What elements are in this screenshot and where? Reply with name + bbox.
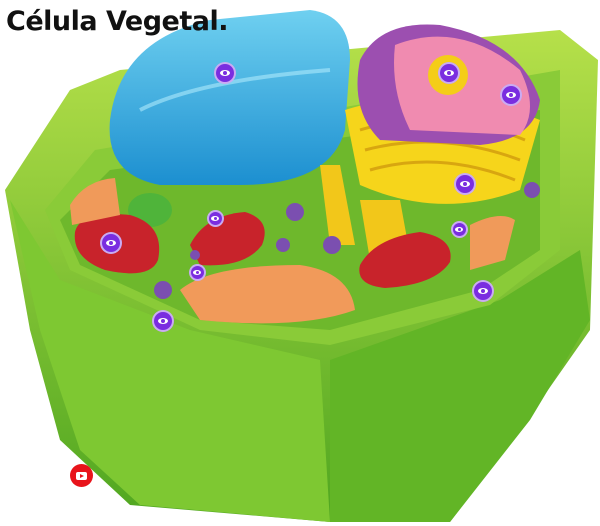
eye-icon bbox=[460, 181, 470, 187]
smooth-er bbox=[180, 265, 355, 324]
eye-icon bbox=[506, 92, 516, 98]
video-button[interactable] bbox=[70, 464, 93, 487]
eye-icon bbox=[158, 318, 168, 324]
vesicles bbox=[154, 182, 540, 299]
eye-icon bbox=[444, 70, 454, 76]
golgi-hotspot[interactable] bbox=[454, 173, 476, 195]
cell-wall-front-right bbox=[330, 250, 590, 522]
mitochondria-hotspot[interactable] bbox=[100, 232, 122, 254]
eye-icon bbox=[193, 269, 201, 275]
cell-wall-front-left bbox=[10, 200, 330, 522]
mitochondrion-3 bbox=[359, 232, 451, 288]
mitochondrion-2 bbox=[190, 212, 265, 266]
eye-icon bbox=[211, 215, 219, 221]
cytoplasm-hotspot[interactable] bbox=[188, 263, 206, 281]
vesicle-hotspot[interactable] bbox=[206, 209, 224, 227]
cell-wall-hotspot[interactable] bbox=[152, 310, 174, 332]
vacuole-hotspot[interactable] bbox=[214, 62, 236, 84]
eye-icon bbox=[455, 226, 463, 232]
eye-icon bbox=[478, 288, 488, 294]
eye-icon bbox=[106, 240, 116, 246]
eye-icon bbox=[220, 70, 230, 76]
nucleus-hotspot[interactable] bbox=[500, 84, 522, 106]
youtube-icon bbox=[76, 471, 87, 480]
rough-er-left bbox=[70, 178, 120, 225]
cell-membrane-hotspot[interactable] bbox=[472, 280, 494, 302]
reticulum-hotspot[interactable] bbox=[450, 220, 468, 238]
central-vacuole bbox=[109, 10, 350, 185]
rough-er-right bbox=[470, 216, 515, 270]
page-title: Célula Vegetal. bbox=[6, 6, 229, 37]
nucleolus-hotspot[interactable] bbox=[438, 62, 460, 84]
